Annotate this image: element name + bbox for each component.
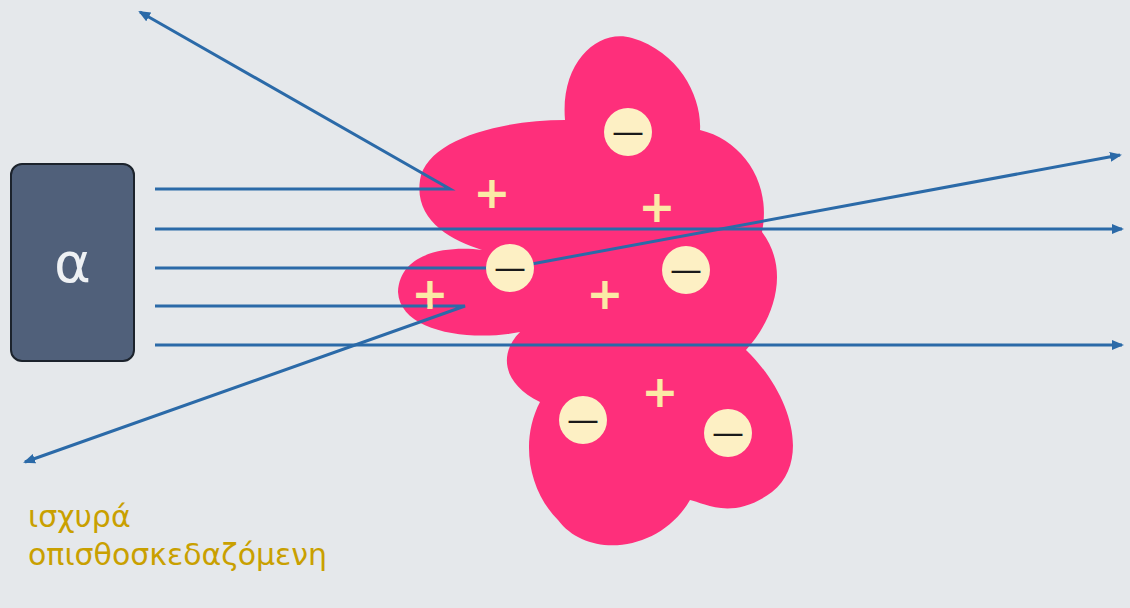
electron-circle: — [486, 244, 534, 292]
electron-sign: — [712, 417, 744, 449]
atom-blob: + + + + + — — — — — [396, 28, 816, 563]
electron-sign: — [612, 116, 644, 148]
positive-charge: + [474, 171, 511, 215]
electron-circle: — [559, 396, 607, 444]
backscatter-ray [140, 12, 450, 189]
positive-charge: + [412, 272, 449, 316]
positive-charge: + [639, 185, 676, 229]
alpha-source: α [10, 163, 135, 362]
positive-charge: + [642, 370, 679, 414]
caption-note: ισχυρά οπισθοσκεδαζόμενη [28, 498, 348, 574]
source-label: α [54, 235, 91, 291]
electron-sign: — [670, 254, 702, 286]
electron-circle: — [704, 409, 752, 457]
electron-sign: — [494, 252, 526, 284]
straight-ray [155, 344, 1122, 347]
electron-sign: — [567, 404, 599, 436]
positive-charge: + [587, 272, 624, 316]
straight-ray [155, 228, 1122, 231]
electron-circle: — [662, 246, 710, 294]
electron-circle: — [604, 108, 652, 156]
deflected-ray [155, 155, 1120, 268]
